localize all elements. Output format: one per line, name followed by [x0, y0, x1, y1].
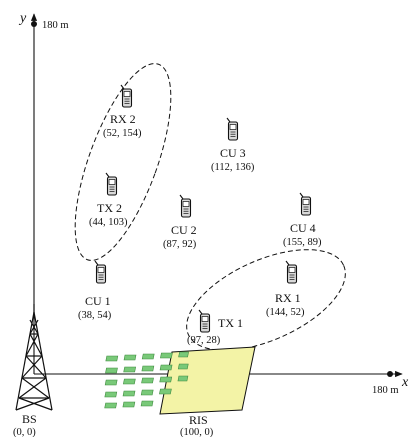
device-cu1-name: CU 1: [85, 294, 111, 308]
y-max-tick: [31, 21, 37, 27]
device-rx1-coord: (144, 52): [266, 307, 305, 318]
device-tx2: TX 2 (44, 103): [89, 172, 128, 228]
phone-icon: [94, 260, 107, 284]
bs-tower-icon: [15, 304, 53, 411]
device-cu3: CU 3 (112, 136): [211, 117, 255, 173]
device-tx2-coord: (44, 103): [89, 217, 128, 228]
device-cu4: CU 4 (155, 89): [283, 192, 322, 248]
y-axis-label: y: [18, 11, 27, 26]
x-axis-label: x: [401, 375, 409, 390]
device-cu1: CU 1 (38, 54): [78, 260, 112, 321]
ris-panel-icon: [104, 346, 256, 415]
device-rx2-name: RX 2: [110, 112, 136, 126]
device-cu3-coord: (112, 136): [211, 162, 255, 173]
ris-coord: (100, 0): [180, 427, 214, 437]
phone-icon: [179, 194, 192, 218]
x-max-tick: [387, 371, 393, 377]
bs-label: BS: [22, 412, 37, 426]
device-rx1-name: RX 1: [275, 291, 301, 305]
phone-icon: [285, 260, 298, 284]
device-tx1-name: TX 1: [218, 316, 243, 330]
device-cu2-name: CU 2: [171, 223, 197, 237]
device-cu3-name: CU 3: [220, 146, 246, 160]
phone-icon: [198, 309, 211, 333]
pair-1-ellipse: [186, 249, 346, 351]
device-cu2-coord: (87, 92): [163, 239, 197, 250]
ris-label: RIS: [189, 413, 208, 427]
device-tx1: TX 1 (97, 28): [187, 309, 243, 346]
device-rx1: RX 1 (144, 52): [266, 260, 305, 318]
device-rx2-coord: (52, 154): [103, 128, 142, 139]
phone-icon: [226, 117, 239, 141]
device-cu1-coord: (38, 54): [78, 310, 112, 321]
phone-icon: [299, 192, 312, 216]
y-max-label: 180 m: [42, 20, 69, 31]
device-cu4-coord: (155, 89): [283, 237, 322, 248]
device-cu4-name: CU 4: [290, 221, 316, 235]
device-tx1-coord: (97, 28): [187, 335, 221, 346]
device-rx2: RX 2 (52, 154): [103, 84, 142, 139]
phone-icon: [105, 172, 118, 196]
bs-coord: (0, 0): [13, 427, 36, 437]
device-cu2: CU 2 (87, 92): [163, 194, 197, 250]
device-tx2-name: TX 2: [97, 201, 122, 215]
x-max-label: 180 m: [372, 385, 399, 396]
